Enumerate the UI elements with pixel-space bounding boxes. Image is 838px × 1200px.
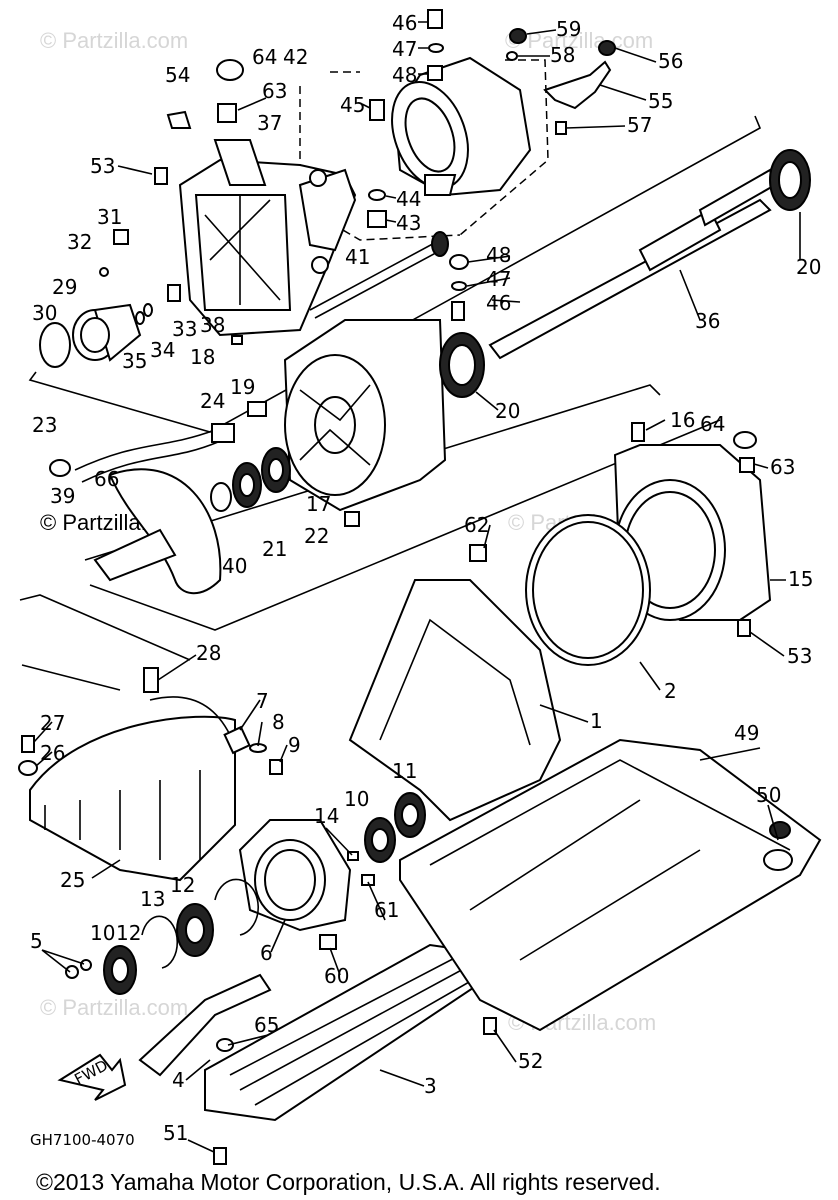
callout-label: 64 — [252, 45, 277, 69]
callout-label: 39 — [50, 484, 75, 508]
callout-label: 43 — [396, 211, 421, 235]
watermark: © Partzilla.com — [40, 995, 188, 1020]
callout-label: 25 — [60, 868, 85, 892]
callout-label: 24 — [200, 389, 225, 413]
callout-label: 45 — [340, 93, 365, 117]
callout-label: 51 — [163, 1121, 188, 1145]
callout-label: 58 — [550, 43, 575, 67]
callout-label: 38 — [200, 313, 225, 337]
callout-label: 64 — [700, 412, 725, 436]
callout-label: 13 — [140, 887, 165, 911]
callout-label: 36 — [695, 309, 720, 333]
callout-label: 66 — [94, 467, 119, 491]
callout-label: 23 — [32, 413, 57, 437]
callout-label: 47 — [392, 37, 417, 61]
callout-label: 18 — [190, 345, 215, 369]
callout-label: 52 — [518, 1049, 543, 1073]
diagram-code: GH7100-4070 — [30, 1131, 135, 1149]
callout-label: 48 — [486, 243, 511, 267]
callout-label: 15 — [788, 567, 813, 591]
callout-label: 19 — [230, 375, 255, 399]
callout-label: 16 — [670, 408, 695, 432]
callout-label: 22 — [304, 524, 329, 548]
fwd-arrow-icon — [57, 1053, 127, 1101]
callout-label: 12 — [170, 873, 195, 897]
callout-label: 49 — [734, 721, 759, 745]
callout-label: 63 — [262, 79, 287, 103]
callout-label: 17 — [306, 492, 331, 516]
callout-label: 61 — [374, 898, 399, 922]
callout-label: 32 — [67, 230, 92, 254]
lower-assembly: FWD — [18, 544, 822, 1165]
callout-label: 8 — [272, 710, 285, 734]
callout-label: 3 — [424, 1074, 437, 1098]
callout-label: 34 — [150, 338, 175, 362]
callout-label: 4 — [172, 1068, 185, 1092]
callout-label: 12 — [116, 921, 141, 945]
callout-label: 9 — [288, 733, 301, 757]
callout-label: 55 — [648, 89, 673, 113]
callout-label: 41 — [345, 245, 370, 269]
watermark: © Partzilla.com — [40, 28, 188, 53]
callout-label: 54 — [165, 63, 190, 87]
leader-lines — [33, 21, 801, 1153]
callout-label: 56 — [658, 49, 683, 73]
callout-label: 2 — [664, 679, 677, 703]
callout-label: 11 — [392, 759, 417, 783]
callout-label: 31 — [97, 205, 122, 229]
callout-label: 53 — [90, 154, 115, 178]
callout-label: 1 — [590, 709, 603, 733]
callout-label: 40 — [222, 554, 247, 578]
watermark: © Partzilla.com — [505, 28, 653, 53]
callout-label: 50 — [756, 783, 781, 807]
callout-label: 6 — [260, 941, 273, 965]
callout-label: 46 — [392, 11, 417, 35]
callout-label: 57 — [627, 113, 652, 137]
callout-label: 10 — [90, 921, 115, 945]
callout-label: 37 — [257, 111, 282, 135]
callout-label: 62 — [464, 513, 489, 537]
callout-label: 21 — [262, 537, 287, 561]
callout-label: 53 — [787, 644, 812, 668]
callout-label: 28 — [196, 641, 221, 665]
callout-label: 65 — [254, 1013, 279, 1037]
callout-label: 46 — [486, 291, 511, 315]
callout-label: 59 — [556, 17, 581, 41]
impeller-assembly — [49, 319, 772, 666]
callout-label: 20 — [495, 399, 520, 423]
callout-label: 14 — [314, 804, 339, 828]
callout-label: 10 — [344, 787, 369, 811]
callout-label: 29 — [52, 275, 77, 299]
callout-label: 48 — [392, 63, 417, 87]
callout-label: 44 — [396, 187, 421, 211]
callout-label: 33 — [172, 317, 197, 341]
callout-label: 26 — [40, 741, 65, 765]
copyright-notice: ©2013 Yamaha Motor Corporation, U.S.A. A… — [36, 1169, 661, 1195]
callout-label: 35 — [122, 349, 147, 373]
callout-label: 7 — [256, 689, 269, 713]
callout-label: 63 — [770, 455, 795, 479]
callout-label: 30 — [32, 301, 57, 325]
callout-label: 42 — [283, 45, 308, 69]
callout-label: 5 — [30, 929, 43, 953]
